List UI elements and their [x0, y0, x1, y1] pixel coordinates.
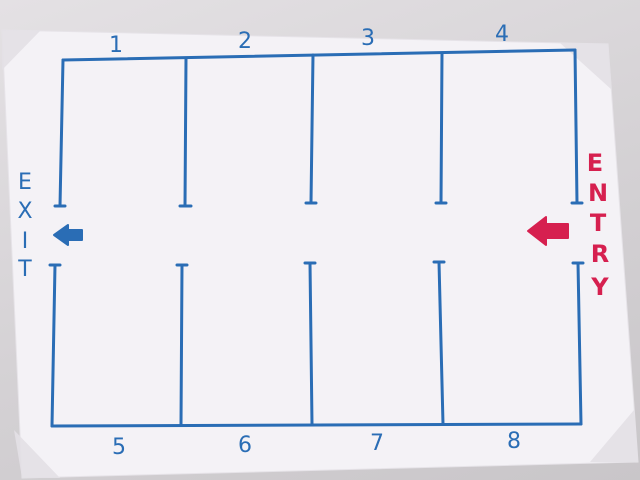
paper-sheet: [1, 29, 639, 479]
exit-arrow-icon: [53, 224, 83, 246]
entry-letter-1: E: [586, 149, 604, 177]
slot-number-8: 8: [507, 429, 521, 454]
top-divider-3: [439, 51, 444, 205]
slot-number-1: 1: [109, 33, 123, 58]
exit-letter-3: I: [21, 229, 29, 254]
tape-corner-top-right: [560, 43, 612, 90]
entry-letter-5: Y: [591, 273, 609, 301]
slot-number-3: 3: [361, 26, 375, 51]
tape-corner-bottom-right: [590, 410, 638, 462]
slot-number-2: 2: [238, 29, 252, 54]
entry-arrow-icon: [527, 216, 569, 246]
right-wall-upper: [573, 48, 579, 205]
bottom-divider-2: [308, 261, 314, 426]
left-wall-lower: [50, 263, 57, 428]
top-divider-1: [183, 56, 188, 208]
tape-corner-top-left: [2, 30, 40, 70]
top-divider-2: [309, 53, 315, 205]
entry-letter-2: N: [587, 179, 609, 207]
exit-letter-4: T: [18, 257, 32, 282]
exit-letter-1: E: [18, 170, 32, 195]
bottom-divider-3: [437, 260, 445, 426]
top-wall: [61, 48, 577, 62]
slot-number-5: 5: [112, 435, 126, 460]
bottom-wall: [50, 422, 583, 428]
tape-corner-bottom-left: [14, 430, 60, 478]
entry-letter-3: T: [589, 209, 607, 237]
entry-letter-4: R: [590, 240, 610, 268]
slot-number-6: 6: [238, 433, 252, 458]
right-wall-lower: [576, 261, 583, 426]
slot-number-7: 7: [370, 431, 384, 456]
left-wall-upper: [58, 58, 65, 208]
slot-number-4: 4: [495, 22, 509, 47]
exit-letter-2: X: [17, 199, 33, 224]
bottom-divider-1: [179, 263, 184, 426]
